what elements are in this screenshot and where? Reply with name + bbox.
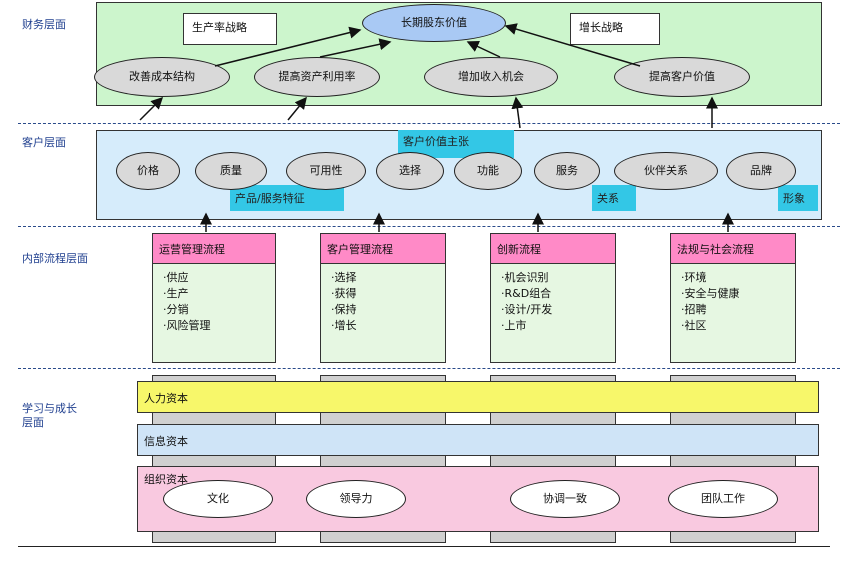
process-customer-mgmt: 客户管理流程 ·选择 ·获得 ·保持 ·增长 bbox=[320, 233, 446, 363]
attr-partnership: 伙伴关系 bbox=[614, 152, 718, 190]
process-item: ·获得 bbox=[331, 287, 357, 300]
process-item: ·风险管理 bbox=[163, 319, 211, 332]
financial-item-asset: 提高资产利用率 bbox=[254, 57, 380, 97]
process-item: ·招聘 bbox=[681, 303, 707, 316]
process-item: ·环境 bbox=[681, 271, 707, 284]
financial-item-cost: 改善成本结构 bbox=[94, 57, 230, 97]
arrow-cust-to-asset bbox=[287, 96, 307, 121]
growth-strategy-box: 增长战略 bbox=[570, 13, 660, 45]
arrow-asset-to-goal bbox=[319, 38, 392, 58]
human-capital-band: 人力资本 bbox=[137, 381, 819, 413]
teamwork-oval: 团队工作 bbox=[668, 480, 778, 518]
arrow-cust-to-cost bbox=[139, 96, 164, 121]
process-item: ·保持 bbox=[331, 303, 357, 316]
process-item: ·供应 bbox=[163, 271, 189, 284]
productivity-strategy-box: 生产率战略 bbox=[183, 13, 277, 45]
process-customer-title: 客户管理流程 bbox=[321, 234, 445, 264]
process-operations-title: 运营管理流程 bbox=[153, 234, 275, 264]
process-item: ·设计/开发 bbox=[501, 303, 553, 316]
process-item: ·社区 bbox=[681, 319, 707, 332]
financial-layer-label: 财务层面 bbox=[22, 18, 66, 31]
arrow-cust-to-revenue bbox=[511, 96, 524, 129]
process-item: ·上市 bbox=[501, 319, 527, 332]
process-innovation: 创新流程 ·机会识别 ·R&D组合 ·设计/开发 ·上市 bbox=[490, 233, 616, 363]
process-item: ·安全与健康 bbox=[681, 287, 740, 300]
process-operations: 运营管理流程 ·供应 ·生产 ·分销 ·风险管理 bbox=[152, 233, 276, 363]
process-item: ·分销 bbox=[163, 303, 189, 316]
arrow-custvalue-to-goal bbox=[504, 23, 641, 67]
relationship-tag: 关系 bbox=[592, 185, 636, 211]
process-regulatory: 法规与社会流程 ·环境 ·安全与健康 ·招聘 ·社区 bbox=[670, 233, 796, 363]
alignment-oval: 协调一致 bbox=[510, 480, 620, 518]
attr-availability: 可用性 bbox=[286, 152, 366, 190]
process-item: ·机会识别 bbox=[501, 271, 549, 284]
information-capital-band: 信息资本 bbox=[137, 424, 819, 456]
arrow-cost-to-goal bbox=[214, 26, 362, 67]
internal-layer-label: 内部流程层面 bbox=[22, 252, 88, 265]
bottom-rule bbox=[18, 546, 830, 547]
separator-3 bbox=[18, 368, 840, 369]
financial-item-revenue: 增加收入机会 bbox=[424, 57, 558, 97]
long-term-shareholder-value: 长期股东价值 bbox=[362, 4, 506, 42]
process-innovation-title: 创新流程 bbox=[491, 234, 615, 264]
learning-layer-label: 学习与成长 层面 bbox=[22, 402, 77, 429]
attr-brand: 品牌 bbox=[726, 152, 796, 190]
process-item: ·增长 bbox=[331, 319, 357, 332]
attr-quality: 质量 bbox=[195, 152, 267, 190]
separator-1 bbox=[18, 123, 840, 124]
attr-price: 价格 bbox=[116, 152, 180, 190]
image-tag: 形象 bbox=[778, 185, 818, 211]
arrow-revenue-to-goal bbox=[466, 41, 501, 58]
attr-selection: 选择 bbox=[376, 152, 444, 190]
process-item: ·生产 bbox=[163, 287, 189, 300]
culture-oval: 文化 bbox=[163, 480, 273, 518]
financial-item-customer-value: 提高客户价值 bbox=[614, 57, 750, 97]
leadership-oval: 领导力 bbox=[306, 480, 406, 518]
attr-service: 服务 bbox=[534, 152, 600, 190]
customer-layer-label: 客户层面 bbox=[22, 136, 66, 149]
separator-2 bbox=[18, 226, 840, 227]
process-item: ·选择 bbox=[331, 271, 357, 284]
process-item: ·R&D组合 bbox=[501, 287, 552, 300]
process-regulatory-title: 法规与社会流程 bbox=[671, 234, 795, 264]
attr-function: 功能 bbox=[454, 152, 522, 190]
